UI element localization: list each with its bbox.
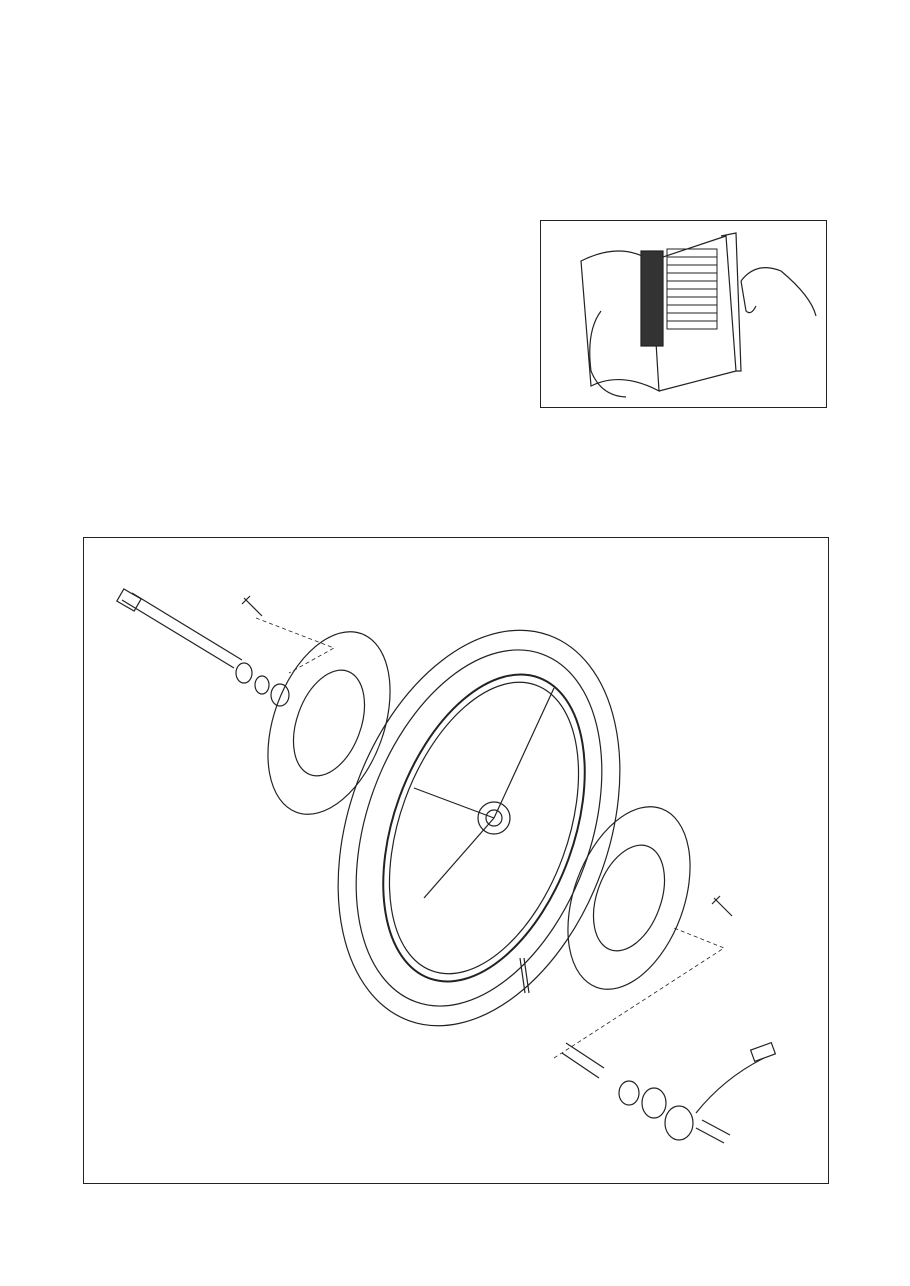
axle-icon [116, 588, 243, 669]
tire-icon [337, 629, 621, 1027]
speed-sensor-assembly-icon [561, 1041, 777, 1144]
manual-illustration-frame [540, 220, 827, 408]
wheel-exploded-view-frame [83, 537, 829, 1184]
brake-disc-right-icon [567, 806, 691, 990]
brake-disc-left-icon [267, 631, 391, 815]
wheel-exploded-view-icon [116, 588, 777, 1144]
hands-holding-manual-icon [580, 232, 817, 398]
